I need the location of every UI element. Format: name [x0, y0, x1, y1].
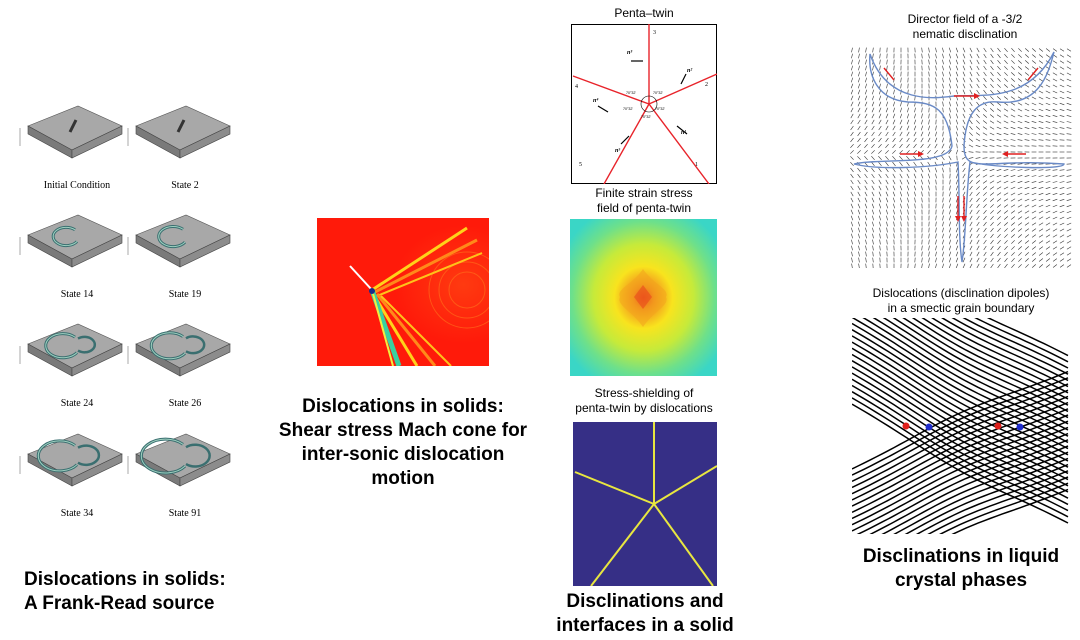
- angle-label-3: 70°32': [655, 107, 665, 111]
- state-label-24: State 24: [60, 398, 94, 409]
- state-label-91: State 91: [168, 508, 202, 519]
- stress-shielding-image: [573, 422, 717, 586]
- penta-twin-title: Penta–twin: [614, 6, 674, 20]
- director-field-title-line2: nematic disclination: [912, 27, 1018, 41]
- normal-n5: n⁵: [615, 148, 620, 154]
- normal-n1: n¹: [681, 130, 686, 136]
- strain-field-caption-line2: field of penta-twin: [596, 201, 692, 215]
- normal-n4: n⁴: [593, 98, 598, 104]
- mach-cone-caption-line3: inter-sonic dislocation motion: [301, 444, 505, 489]
- state-label-26: State 26: [168, 398, 202, 409]
- liquid-crystal-caption-line2: crystal phases: [894, 570, 1028, 591]
- smectic-boundary-image: [852, 318, 1070, 534]
- smectic-boundary-title: Dislocations (disclination dipoles) in a…: [852, 286, 1070, 316]
- frank-read-plate-1: [127, 105, 231, 159]
- normal-n3: n³: [627, 50, 632, 56]
- state-label-14: State 14: [60, 289, 94, 300]
- frank-read-plate-4: [19, 323, 123, 377]
- director-field-image: [848, 46, 1072, 268]
- region-number-5: 5: [579, 162, 582, 168]
- disclinations-solid-caption-line2: interfaces in a solid: [556, 615, 734, 636]
- liquid-crystal-caption: Disclinations in liquid crystal phases: [852, 545, 1070, 593]
- dipole-red-2: [994, 422, 1002, 430]
- angle-label-1: 70°32': [626, 91, 636, 95]
- angle-label-2: 70°32': [653, 91, 663, 95]
- smectic-boundary-title-line2: in a smectic grain boundary: [887, 301, 1035, 315]
- penta-twin-diagram: 1 2 3 4 5 n¹ n² n³ n⁴ n⁵ 70°32' 70°32' 7…: [571, 24, 717, 184]
- region-number-4: 4: [575, 84, 578, 90]
- frank-read-plate-2: [19, 214, 123, 268]
- frank-read-plate-5: [127, 323, 231, 377]
- frank-read-plate-0: [19, 105, 123, 159]
- dipole-blue-1: [925, 423, 933, 431]
- state-label-34: State 34: [60, 508, 94, 519]
- frank-read-caption: Dislocations in solids: A Frank-Read sou…: [24, 568, 226, 616]
- region-number-2: 2: [705, 82, 708, 88]
- disclinations-solid-caption: Disclinations and interfaces in a solid: [555, 590, 735, 638]
- state-label-initial: Initial Condition: [43, 180, 111, 191]
- frank-read-caption-line1: Dislocations in solids:: [24, 569, 226, 590]
- liquid-crystal-caption-line1: Disclinations in liquid: [862, 546, 1060, 567]
- smectic-boundary-title-line1: Dislocations (disclination dipoles): [872, 286, 1050, 300]
- normal-n2: n²: [687, 68, 692, 74]
- frank-read-caption-line2: A Frank-Read source: [24, 593, 215, 614]
- stress-shielding-caption-line1: Stress-shielding of: [594, 386, 694, 400]
- frank-read-plate-7: [127, 433, 231, 487]
- mach-cone-caption-line2: Shear stress Mach cone for: [278, 420, 528, 441]
- region-number-3: 3: [653, 30, 656, 36]
- angle-label-5: 70°32': [641, 115, 651, 119]
- frank-read-states-figure: [19, 105, 231, 487]
- mach-cone-caption: Dislocations in solids: Shear stress Mac…: [270, 395, 536, 491]
- strain-field-caption: Finite strain stress field of penta-twin: [560, 186, 728, 216]
- director-field-title: Director field of a -3/2 nematic disclin…: [870, 12, 1060, 42]
- angle-label-4: 70°32': [623, 107, 633, 111]
- state-label-19: State 19: [168, 289, 202, 300]
- strain-field-image: [570, 219, 717, 376]
- mach-cone-caption-line1: Dislocations in solids:: [302, 396, 504, 417]
- stress-shielding-caption: Stress-shielding of penta-twin by disloc…: [560, 386, 728, 416]
- state-label-2: State 2: [171, 180, 199, 191]
- frank-read-plate-3: [127, 214, 231, 268]
- frank-read-plate-6: [19, 433, 123, 487]
- dipole-blue-2: [1016, 423, 1024, 431]
- stress-shielding-caption-line2: penta-twin by dislocations: [575, 401, 713, 415]
- strain-field-caption-line1: Finite strain stress: [595, 186, 693, 200]
- dipole-red-1: [902, 422, 910, 430]
- mach-cone-image: [317, 218, 489, 366]
- disclinations-solid-caption-line1: Disclinations and: [566, 591, 724, 612]
- director-field-title-line1: Director field of a -3/2: [907, 12, 1023, 26]
- region-number-1: 1: [695, 162, 698, 168]
